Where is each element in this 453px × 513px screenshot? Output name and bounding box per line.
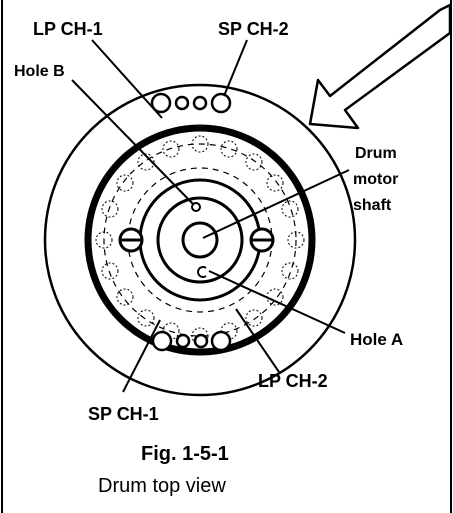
left-screw <box>118 227 144 253</box>
leader-lines <box>71 39 350 393</box>
bottom-marker-circles <box>151 330 232 352</box>
outer-drum-ring <box>43 83 357 397</box>
leader-sp-ch2 <box>223 39 248 97</box>
label-drum-line3: shaft <box>353 197 392 214</box>
head-ring-outer <box>84 124 316 356</box>
hole-a-mark <box>197 266 207 278</box>
direction-arrow <box>308 3 452 130</box>
label-hole-a: Hole A <box>350 330 403 349</box>
motor-shaft <box>181 221 219 259</box>
leader-hole-b <box>71 79 194 205</box>
label-sp-ch2: SP CH-2 <box>218 19 289 39</box>
label-drum-line1: Drum <box>355 145 397 162</box>
caption-title: Drum top view <box>98 475 226 497</box>
motor-ring <box>156 196 244 284</box>
leader-sp-ch1 <box>122 319 161 393</box>
leader-drum-shaft <box>202 169 350 239</box>
label-lp-ch1: LP CH-1 <box>33 19 103 39</box>
top-marker-circles <box>150 92 232 114</box>
label-lp-ch2: LP CH-2 <box>258 371 328 391</box>
leader-lp-ch2 <box>235 308 280 373</box>
leader-lp-ch1 <box>91 39 163 119</box>
label-sp-ch1: SP CH-1 <box>88 404 159 424</box>
dotted-holes-ring <box>95 135 305 345</box>
caption-figure-number: Fig. 1-5-1 <box>141 443 229 465</box>
dashed-ring-outer <box>103 143 297 337</box>
right-screw <box>249 227 275 253</box>
hole-b-mark <box>191 202 201 212</box>
leader-hole-a <box>208 270 346 334</box>
drum-assembly <box>43 83 357 397</box>
label-drum-line2: motor <box>353 171 398 188</box>
label-hole-b: Hole B <box>14 63 65 80</box>
